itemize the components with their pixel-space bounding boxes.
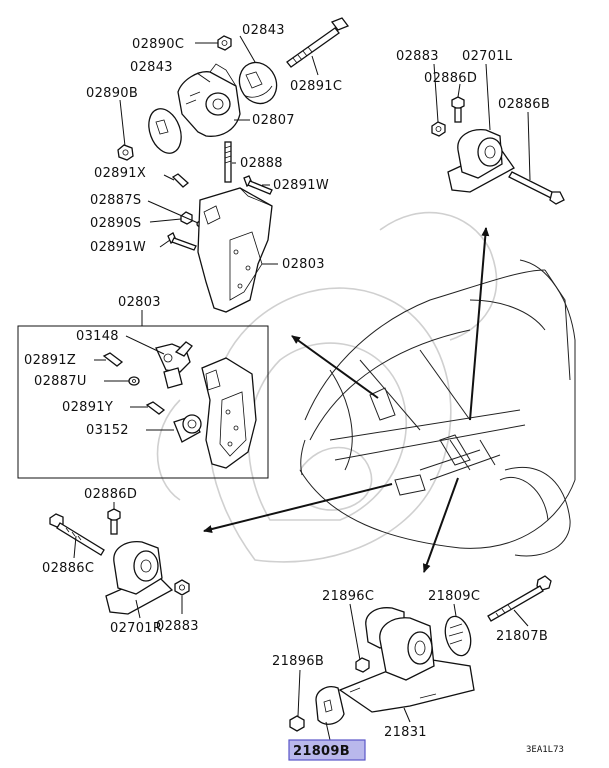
bolt-02891W-lower [167,232,197,251]
label-21809C: 21809C [428,589,480,604]
rubber-stopper-21809B [315,686,345,725]
nut-02883-lower [174,579,190,596]
bolt-02891Y [145,401,166,415]
inset-frame [17,325,269,479]
car-front-outline [299,259,576,557]
label-02891X: 02891X [94,166,146,181]
part-labels: 02890C 02843 02843 02890B 02891C 02807 0… [24,23,564,759]
upper-left-mount-assembly [117,17,350,313]
label-02701R: 02701R [110,621,162,636]
label-02888: 02888 [240,156,283,171]
label-02883-lower: 02883 [156,619,199,634]
label-21809B: 21809B [293,744,350,759]
lower-right-mount-assembly [289,575,552,732]
rubber-stopper-21809C [444,615,472,657]
label-02886B: 02886B [498,97,550,112]
label-02890C: 02890C [132,37,184,52]
label-02803-inset: 02803 [118,295,161,310]
nut-21896B [289,715,305,732]
leader-lines [73,35,531,741]
label-02886D-lower: 02886D [84,487,137,502]
bolt-02891C [286,17,350,68]
nut-02890C [217,35,232,51]
rubber-stopper-02843-lower [148,108,182,154]
nut-02890B [117,144,134,161]
bolt-02891W-upper [243,175,273,195]
inset-bracket [201,357,257,469]
label-21896B: 21896B [272,654,324,669]
nut-21896C [355,657,370,673]
figure-code: 3EA1L73 [526,745,564,755]
bolt-02886B [508,171,565,205]
label-03152: 03152 [86,423,129,438]
label-02891C: 02891C [290,79,342,94]
bolt-02886C [49,513,105,556]
nut-02883-upper [431,121,446,137]
label-02843-top: 02843 [242,23,285,38]
label-02891Y: 02891Y [62,400,113,415]
rubber-stopper-02843-upper [238,61,278,105]
label-02890B: 02890B [86,86,138,101]
label-02890S: 02890S [90,216,141,231]
label-02886C: 02886C [42,561,94,576]
label-02883-upper: 02883 [396,49,439,64]
label-02887U: 02887U [34,374,87,389]
bracket-02803 [197,187,273,313]
label-02803-main: 02803 [282,257,325,272]
bushing-03152 [173,414,202,443]
label-21896C: 21896C [322,589,374,604]
stopper-03148 [155,341,193,389]
label-02891W-lower: 02891W [90,240,146,255]
bolt-02886D-lower [107,508,121,535]
label-02701L: 02701L [462,49,513,64]
label-02891W-upper: 02891W [273,178,329,193]
label-02891Z: 02891Z [24,353,76,368]
lower-left-mount-02701R [49,508,190,615]
label-03148: 03148 [76,329,119,344]
upper-right-mount-02701L [431,96,565,205]
label-21807B: 21807B [496,629,548,644]
bolt-02891X [171,173,190,188]
label-21831: 21831 [384,725,427,740]
label-02887S: 02887S [90,193,141,208]
bolt-21807B [487,575,552,622]
label-02886D-upper: 02886D [424,71,477,86]
bracket-02807 [177,63,241,137]
bolt-02886D-upper [451,96,465,123]
inset-parts [102,341,257,469]
bolt-02891Z [102,352,124,367]
highlight-21809B [288,739,366,761]
label-02807: 02807 [252,113,295,128]
washer-02887U [128,376,140,386]
stud-02888 [224,141,232,183]
callout-arrows [203,227,490,573]
label-02843-mid: 02843 [130,60,173,75]
